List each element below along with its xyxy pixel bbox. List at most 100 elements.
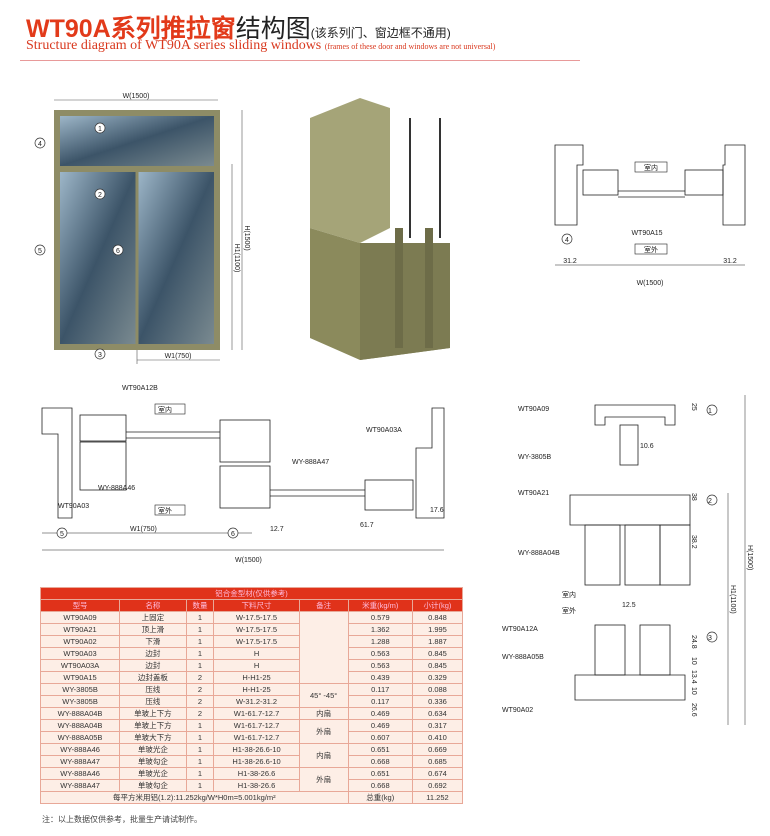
col-header: 米重(kg/m) — [347, 599, 413, 612]
marker-5: 5 — [38, 248, 42, 255]
col-header: 数量 — [185, 599, 215, 612]
table-cell: 2 — [185, 695, 215, 708]
dim-w: W(1500) — [123, 93, 150, 100]
table-cell: W-31.2-31.2 — [213, 695, 300, 708]
vertical-section: WT90A09 WY-3805B WT90A21 WY-888A04B WT90… — [502, 395, 753, 725]
dim-h: H(1500) — [746, 545, 753, 570]
table-cell: 边封 — [119, 647, 187, 660]
dim-h1: H1(1100) — [233, 244, 240, 273]
col-header: 小计(kg) — [411, 599, 464, 612]
table-cell: 单玻大下方 — [119, 731, 187, 744]
table-cell: 0.685 — [411, 755, 464, 768]
table-cell: 1.887 — [411, 635, 464, 648]
table-cell: 0.563 — [347, 647, 413, 660]
table-header-row: 型号名称数量下料尺寸备注米重(kg/m)小计(kg) — [39, 599, 464, 612]
table-cell: 1.288 — [347, 635, 413, 648]
footer-formula: 每平方米用铝(1.2):11.252kg/W*H0m=5.001kg/m² — [40, 791, 349, 804]
table-cell: WT90A09 — [39, 611, 121, 624]
table-cell: 0.634 — [411, 707, 464, 720]
label-wt90a12a: WT90A12A — [502, 626, 538, 633]
table-cell: 0.651 — [347, 767, 413, 780]
label-outdoor: 室外 — [644, 245, 658, 254]
label-wy888a04b: WY-888A04B — [518, 550, 560, 557]
table-cell: 边封 — [119, 659, 187, 672]
table-cell: 单玻光企 — [119, 767, 187, 780]
table-cell: 2 — [185, 683, 215, 696]
table-cell: 0.668 — [347, 779, 413, 792]
table-cell: 0.845 — [411, 659, 464, 672]
dim-w: W(1500) — [637, 280, 664, 287]
table-cell: 上固定 — [119, 611, 187, 624]
label-indoor: 室内 — [644, 163, 658, 172]
dim-w1: W1(750) — [130, 526, 157, 533]
table-cell: 边封盖板 — [119, 671, 187, 684]
table-cell: 单玻勾企 — [119, 779, 187, 792]
label-wt90a12b: WT90A12B — [122, 385, 158, 392]
table-cell: 0.845 — [411, 647, 464, 660]
dim-10-6: 10.6 — [640, 443, 654, 450]
table-cell: 1 — [185, 659, 215, 672]
table-cell: WT90A21 — [39, 623, 121, 636]
table-cell: 2 — [185, 707, 215, 720]
table-cell: WY-888A04B — [39, 707, 121, 720]
table-cell: 2 — [185, 671, 215, 684]
table-cell: W-17.5-17.5 — [213, 623, 300, 636]
table-cell: 1 — [185, 779, 215, 792]
marker-3: 3 — [98, 352, 102, 359]
table-cell: WT90A03 — [39, 647, 121, 660]
footer-total: 11.252 — [411, 791, 464, 804]
label-wt90a03a: WT90A03A — [366, 427, 402, 434]
table-cell: WY-888A47 — [39, 779, 121, 792]
table-cell: H1-38-26.6 — [213, 767, 300, 780]
table-cell: 1.995 — [411, 623, 464, 636]
dim-13-4: 13.4 — [690, 670, 697, 684]
table-cell: WY-3805B — [39, 695, 121, 708]
table-cell: 1 — [185, 623, 215, 636]
subtitle-text: Structure diagram of WT90A series slidin… — [26, 38, 322, 53]
table-cell: 0.336 — [411, 695, 464, 708]
label-wy888a46: WY-888A46 — [98, 485, 135, 492]
transom-glass — [60, 116, 214, 166]
table-cell: H1-38-26.6 — [213, 779, 300, 792]
table-cell: 1 — [185, 731, 215, 744]
title-red: WT90A系列推拉窗 — [26, 15, 236, 43]
table-cell: WY-888A46 — [39, 767, 121, 780]
horizontal-section: WT90A12B 室内 WT90A03A WY-888A47 WY-888A46… — [41, 385, 445, 564]
table-cell: 1 — [185, 755, 215, 768]
marker-4: 4 — [38, 141, 42, 148]
col-header: 备注 — [298, 599, 349, 612]
col-header: 下料尺寸 — [213, 599, 300, 612]
dim-26-6: 26.6 — [690, 703, 697, 717]
table-cell: 0.668 — [347, 755, 413, 768]
remark-cell: 外扇 — [298, 719, 349, 744]
remark-cell — [298, 611, 349, 684]
marker-6: 6 — [231, 531, 235, 538]
marker-3: 3 — [708, 635, 712, 642]
table-cell: 0.607 — [347, 731, 413, 744]
remark-cell: 45° -45° — [298, 683, 349, 708]
table-cell: H-H1-25 — [213, 683, 300, 696]
table-cell: W-17.5-17.5 — [213, 635, 300, 648]
remark-cell: 内扇 — [298, 707, 349, 720]
footer-total-label: 总重(kg) — [347, 791, 413, 804]
table-cell: 0.329 — [411, 671, 464, 684]
table-cell: 单玻勾企 — [119, 755, 187, 768]
label-indoor: 室内 — [562, 590, 576, 599]
label-indoor: 室内 — [158, 405, 172, 414]
marker-5: 5 — [60, 531, 64, 538]
label-wt90a21: WT90A21 — [518, 490, 549, 497]
table-cell: 0.439 — [347, 671, 413, 684]
label-wy888a47: WY-888A47 — [292, 459, 329, 466]
dim-w: W(1500) — [235, 557, 262, 564]
window-elevation: 1 2 3 4 5 6 W(1500) W1(750) H(1500) H1(1… — [34, 93, 250, 364]
table-cell: H1-38-26.6-10 — [213, 755, 300, 768]
marker-1: 1 — [98, 126, 102, 133]
